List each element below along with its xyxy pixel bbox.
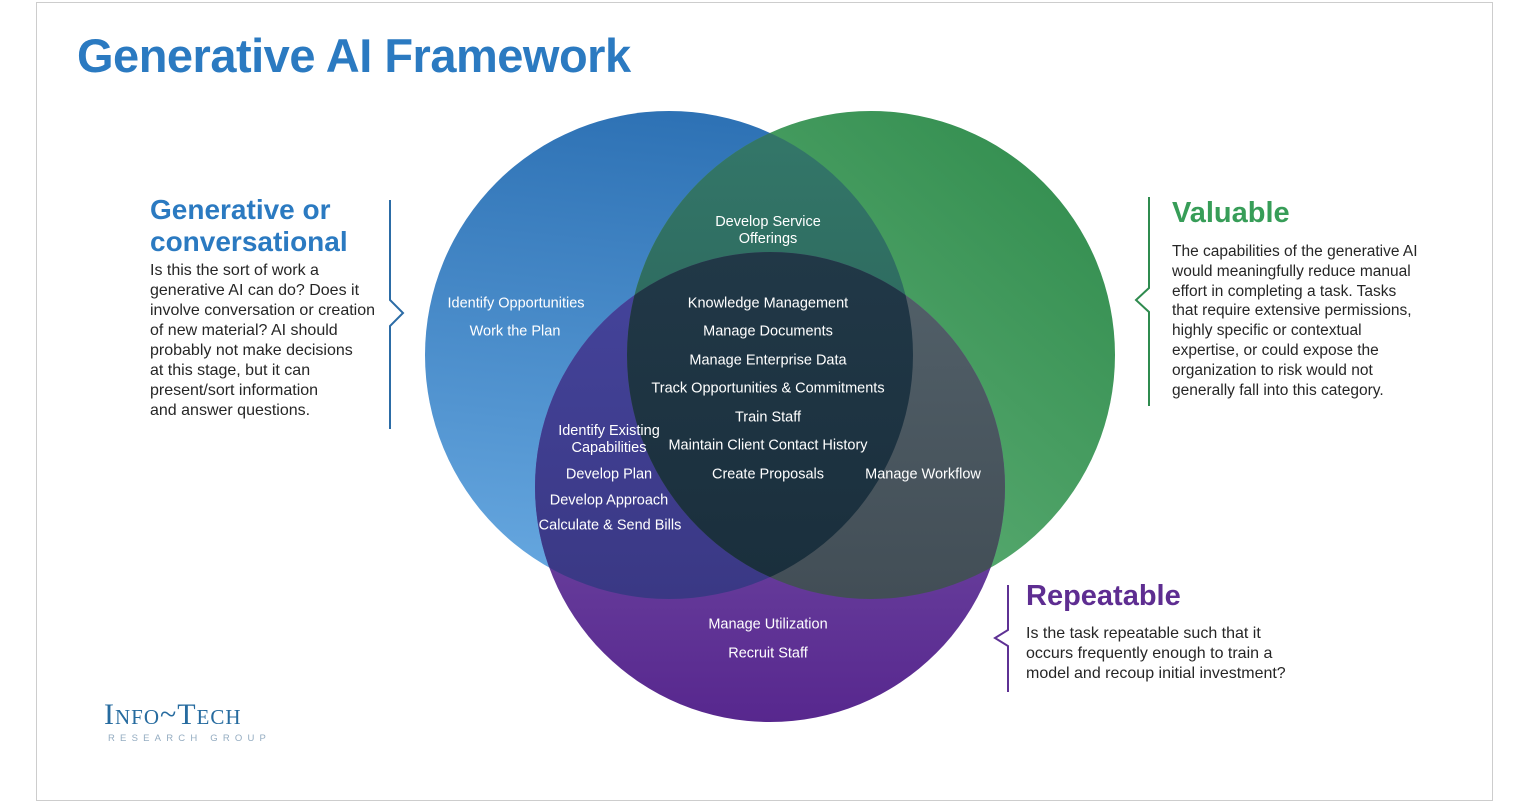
venn-label-identify-existing-capabilities: Identify Existing Capabilities — [558, 423, 660, 456]
repeatable-description: Is the task repeatable such that it occu… — [1026, 625, 1286, 682]
venn-label-work-the-plan: Work the Plan — [469, 323, 561, 340]
venn-label-identify-opportunities: Identify Opportunities — [447, 295, 585, 312]
venn-label-maintain-client-contact-history: Maintain Client Contact History — [668, 437, 868, 454]
valuable-bracket — [1134, 197, 1150, 406]
venn-label-track-opportunities: Track Opportunities & Commitments — [651, 380, 885, 397]
venn-label-develop-plan: Develop Plan — [565, 466, 653, 483]
infotech-logo: Info~Tech — [104, 698, 242, 731]
generative-description: Is this the sort of work a generative AI… — [150, 262, 376, 419]
venn-label-manage-utilization: Manage Utilization — [708, 616, 828, 633]
venn-label-train-staff: Train Staff — [734, 409, 802, 426]
venn-label-create-proposals: Create Proposals — [711, 466, 825, 483]
triple-overlap-region — [627, 252, 913, 599]
generative-bracket — [389, 200, 405, 429]
venn-label-knowledge-management: Knowledge Management — [687, 295, 849, 312]
generative-heading: Generative or conversational — [150, 194, 348, 257]
repeatable-heading: Repeatable — [1026, 580, 1181, 612]
venn-label-manage-enterprise-data: Manage Enterprise Data — [689, 352, 847, 369]
venn-label-manage-documents: Manage Documents — [703, 323, 833, 340]
valuable-heading: Valuable — [1172, 197, 1290, 229]
venn-label-develop-service-offerings: Develop Service Offerings — [715, 214, 821, 247]
page-title: Generative AI Framework — [77, 29, 631, 82]
venn-label-recruit-staff: Recruit Staff — [728, 645, 808, 662]
repeatable-bracket — [993, 585, 1009, 692]
venn-label-manage-workflow: Manage Workflow — [865, 466, 981, 483]
venn-label-calculate-send-bills: Calculate & Send Bills — [538, 517, 682, 534]
valuable-description: The capabilities of the generative AI wo… — [1172, 243, 1418, 399]
infotech-logo-subtitle: RESEARCH GROUP — [108, 733, 272, 744]
venn-label-develop-approach: Develop Approach — [549, 492, 669, 509]
